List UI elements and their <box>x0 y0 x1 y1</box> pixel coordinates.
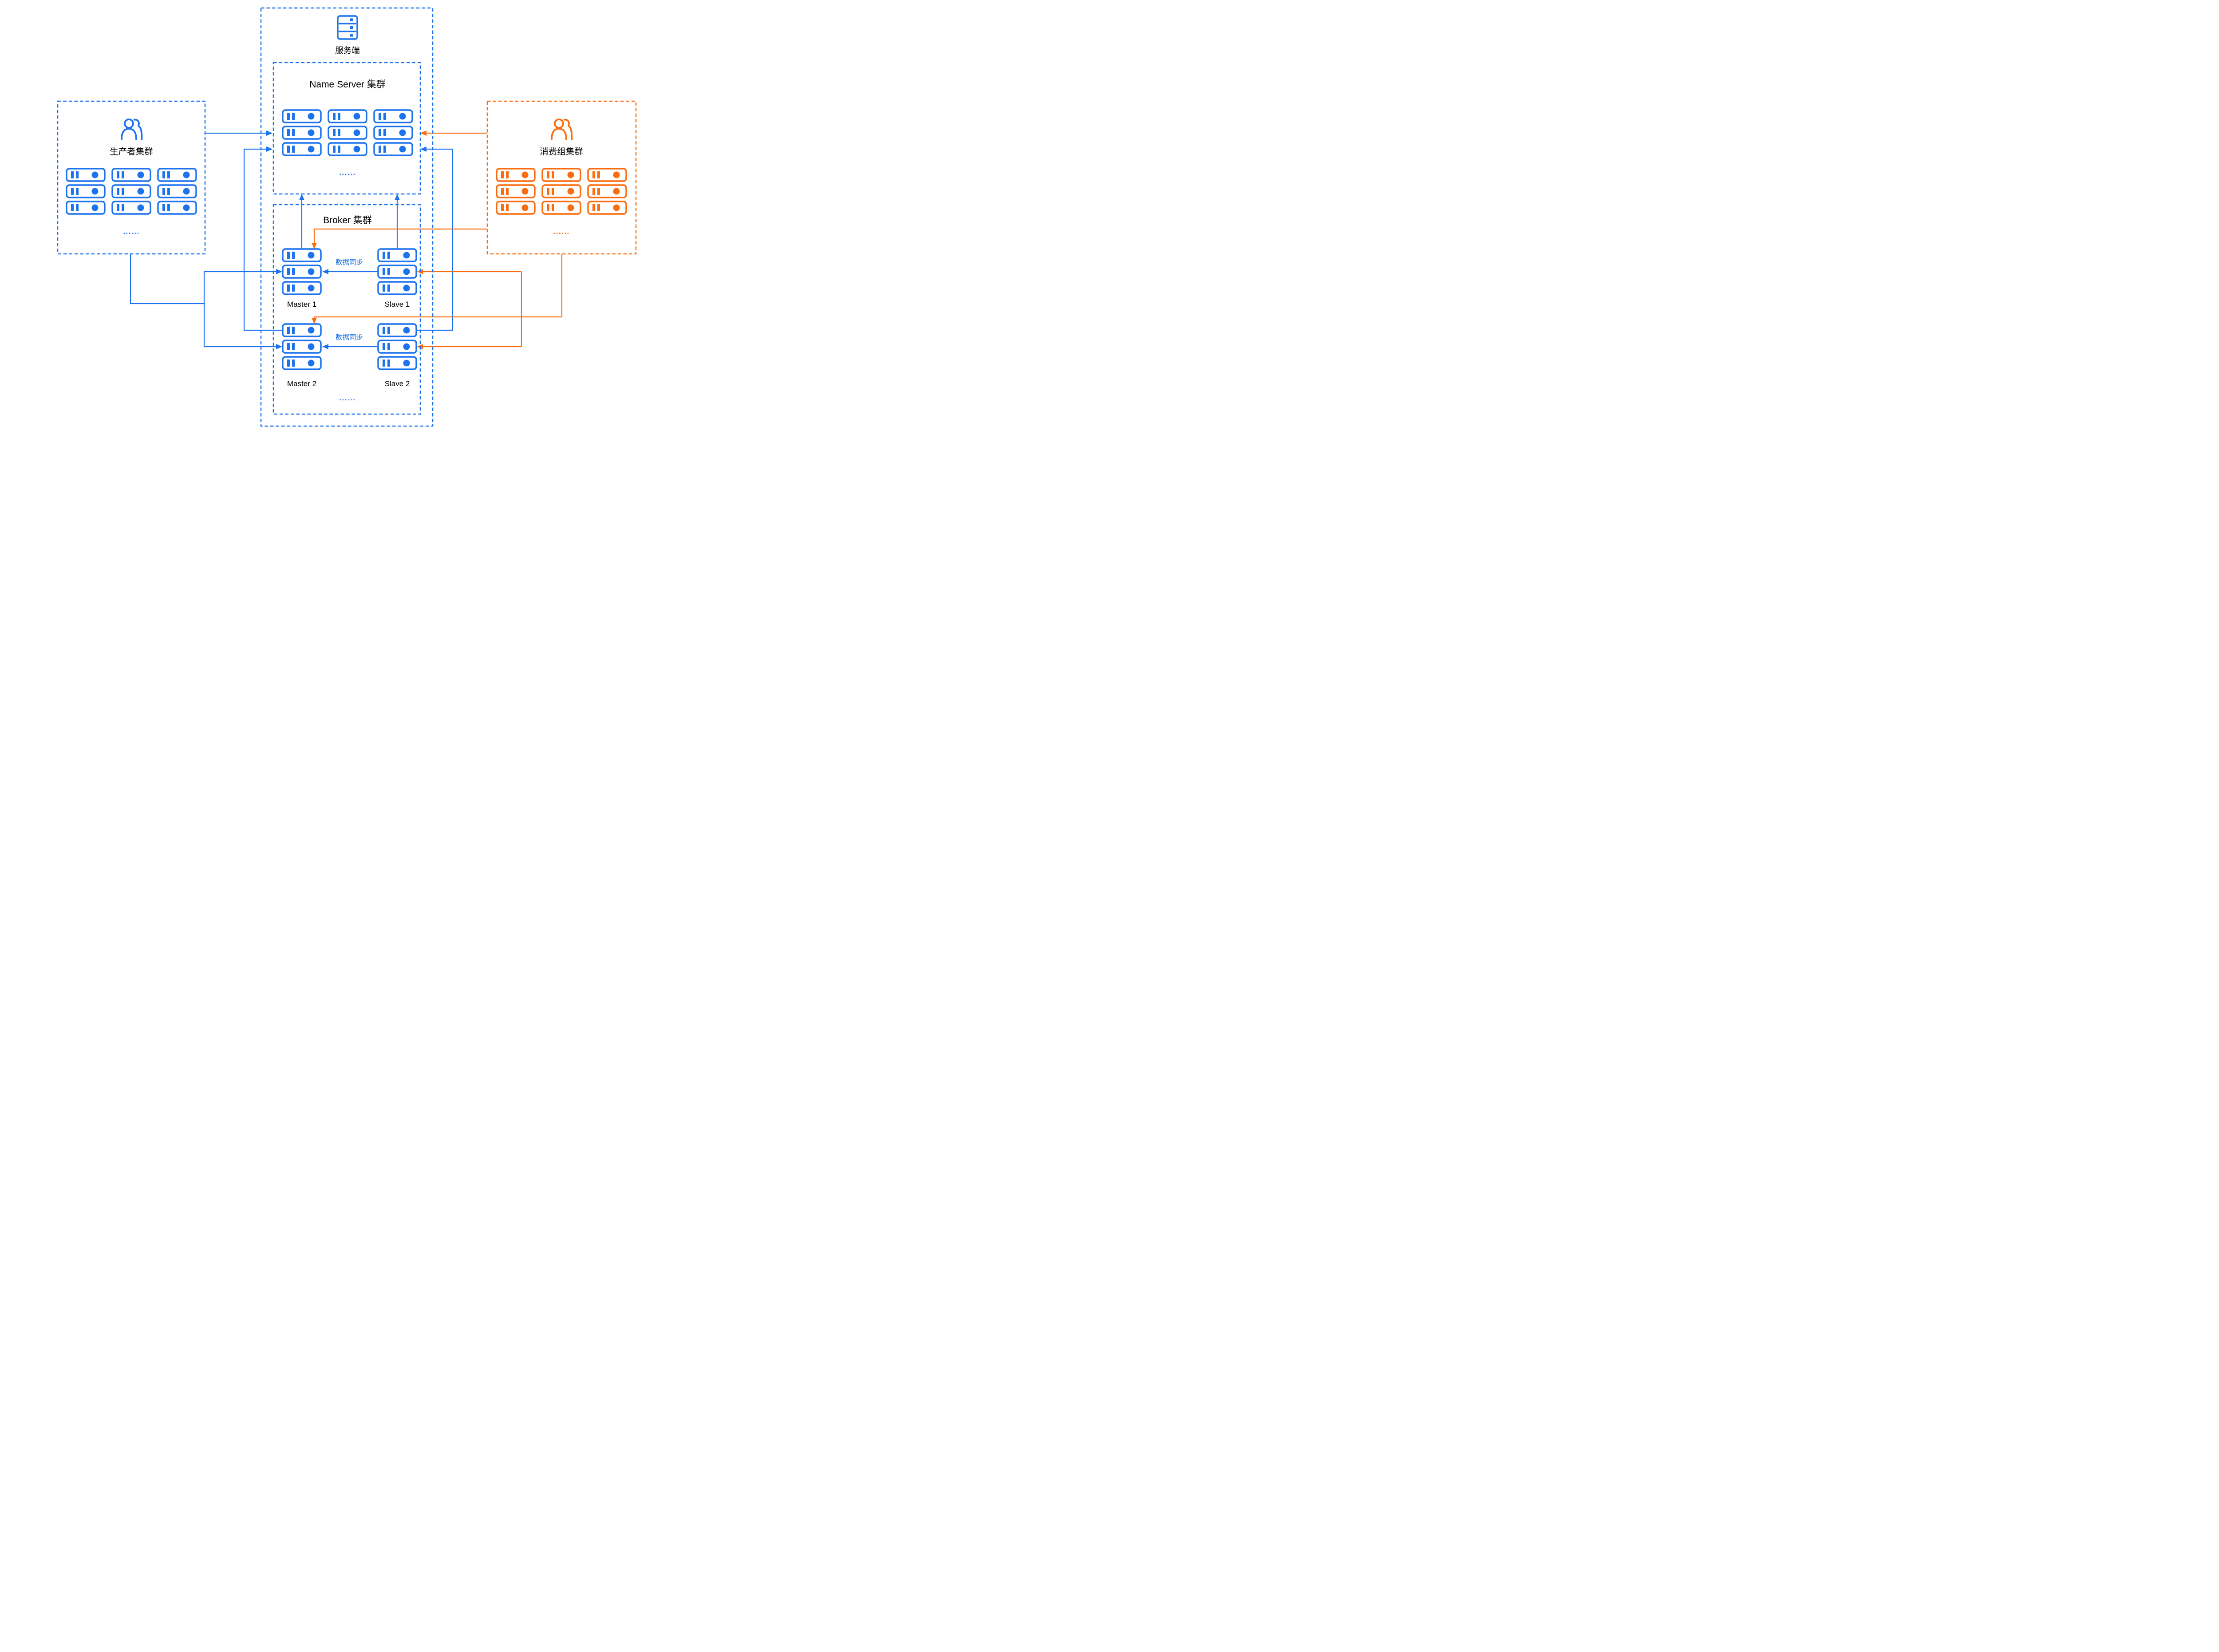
consumer-border <box>486 100 637 255</box>
server-icon <box>328 126 367 140</box>
server-icon <box>66 168 106 182</box>
sync-label-1: 数据同步 <box>336 258 363 266</box>
slave2-column <box>377 323 417 370</box>
producer-cluster: 生产者集群 ...... <box>57 100 206 255</box>
server-icon <box>541 184 581 198</box>
server-icon <box>282 126 322 140</box>
broker-title: Broker 集群 <box>323 215 372 225</box>
connections <box>130 130 563 349</box>
server-icon <box>377 265 417 279</box>
arrow-master2-to-nameserver <box>243 146 282 331</box>
consumer-cluster: 消费组集群 ...... <box>486 100 637 255</box>
server-icon <box>282 281 322 295</box>
server-icon <box>282 356 322 370</box>
server-icon <box>373 109 413 123</box>
consumer-ellipsis: ...... <box>553 227 569 236</box>
server-icon <box>587 201 627 215</box>
server-icon <box>328 109 367 123</box>
users-icon <box>121 119 143 140</box>
server-icon <box>587 184 627 198</box>
server-icon <box>377 356 417 370</box>
arrow-consumer-to-master2 <box>312 254 563 324</box>
arrow-slave2-to-nameserver <box>417 146 454 331</box>
server-icon <box>282 323 322 337</box>
server-icon <box>66 184 106 198</box>
slave1-label: Slave 1 <box>385 300 410 308</box>
broker-group-2: 数据同步 Master 2 Slave 2 <box>282 323 417 388</box>
server-icon <box>111 168 151 182</box>
server-icon <box>541 168 581 182</box>
server-icon <box>377 248 417 262</box>
server-icon <box>157 201 197 215</box>
producer-ellipsis: ...... <box>123 227 139 236</box>
server-icon <box>541 201 581 215</box>
master2-column <box>282 323 322 370</box>
broker-ellipsis: ...... <box>339 394 355 402</box>
server-side-border <box>260 7 434 427</box>
server-cabinet-icon <box>337 15 358 40</box>
users-icon <box>551 119 573 140</box>
server-icon <box>282 265 322 279</box>
server-icon <box>157 168 197 182</box>
server-icon <box>377 340 417 354</box>
sync-label-2: 数据同步 <box>336 333 363 341</box>
server-icon <box>328 142 367 156</box>
broker-cluster: Broker 集群 数据同步 Master 1 Slave 1 数据同步 Mas… <box>272 204 421 415</box>
producer-title: 生产者集群 <box>110 147 153 157</box>
master1-column <box>282 248 322 295</box>
slave1-column <box>377 248 417 295</box>
producer-border <box>57 100 206 255</box>
arrow-consumer-to-master1 <box>312 228 487 249</box>
server-icon <box>282 248 322 262</box>
server-icon <box>157 184 197 198</box>
wire-producer-stem <box>130 254 204 304</box>
server-icon <box>282 340 322 354</box>
server-icon <box>66 201 106 215</box>
broker-border <box>272 204 421 415</box>
name-server-title: Name Server 集群 <box>309 79 386 90</box>
server-side-box: 服务端 <box>260 7 434 427</box>
server-icon <box>111 201 151 215</box>
server-icon <box>496 201 536 215</box>
name-server-cluster: Name Server 集群 ...... <box>272 62 421 195</box>
rocketmq-architecture-diagram: 服务端 Name Server 集群 ...... Broker 集群 数据同步… <box>0 0 696 428</box>
server-side-label: 服务端 <box>335 46 360 55</box>
master1-label: Master 1 <box>287 300 316 308</box>
name-server-grid <box>282 109 413 156</box>
consumer-title: 消费组集群 <box>540 147 583 157</box>
slave2-label: Slave 2 <box>385 379 410 388</box>
master2-label: Master 2 <box>287 379 316 388</box>
server-icon <box>111 184 151 198</box>
broker-group-1: 数据同步 Master 1 Slave 1 <box>282 248 417 308</box>
server-icon <box>282 142 322 156</box>
server-icon <box>373 142 413 156</box>
consumer-grid <box>496 168 627 215</box>
server-icon <box>373 126 413 140</box>
server-icon <box>587 168 627 182</box>
name-server-border <box>272 62 421 195</box>
diagram-canvas: 服务端 Name Server 集群 ...... Broker 集群 数据同步… <box>57 7 637 427</box>
server-icon <box>496 168 536 182</box>
server-icon <box>282 109 322 123</box>
producer-grid <box>66 168 197 215</box>
name-server-ellipsis: ...... <box>339 168 355 177</box>
server-icon <box>377 323 417 337</box>
server-icon <box>377 281 417 295</box>
server-icon <box>496 184 536 198</box>
